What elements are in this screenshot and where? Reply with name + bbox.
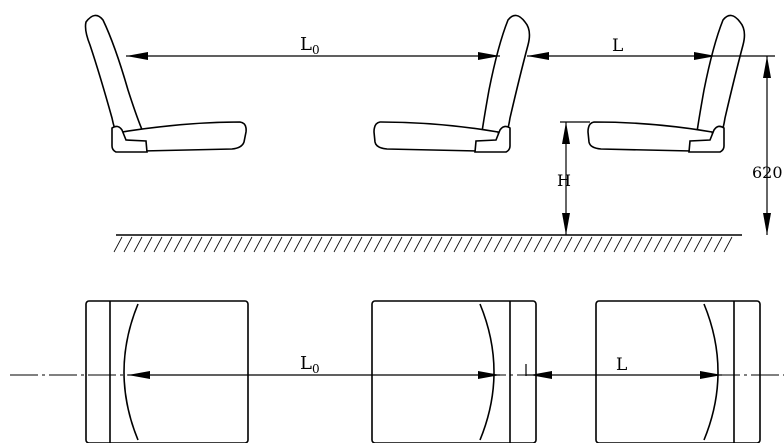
side-seat-1	[84, 14, 247, 153]
hatch-mark	[663, 236, 673, 253]
top-view: L0 L	[10, 300, 784, 443]
hatch-mark	[613, 236, 623, 253]
side-seat-2	[373, 14, 531, 153]
hatch-mark	[313, 236, 323, 253]
hatch-mark	[503, 236, 513, 253]
top-l0-dimension: L0	[128, 353, 500, 379]
hatch-mark	[203, 236, 213, 253]
hatch-mark	[173, 236, 183, 253]
hatch-mark	[483, 236, 493, 253]
hatch-mark	[433, 236, 443, 253]
hatch-mark	[303, 236, 313, 253]
hatch-mark	[703, 236, 713, 253]
hatch-mark	[493, 236, 503, 253]
floor	[113, 234, 742, 253]
hatch-mark	[183, 236, 193, 253]
hatch-mark	[133, 236, 143, 253]
hatch-mark	[253, 236, 263, 253]
height-h-label: H	[557, 171, 571, 190]
overall-height-label: 620	[752, 163, 783, 182]
hatch-mark	[463, 236, 473, 253]
hatch-mark	[723, 236, 733, 253]
top-seat-2	[371, 300, 537, 443]
hatch-mark	[373, 236, 383, 253]
hatch-mark	[343, 236, 353, 253]
hatch-mark	[473, 236, 483, 253]
hatch-mark	[413, 236, 423, 253]
top-seat-1	[85, 300, 249, 443]
hatch-mark	[273, 236, 283, 253]
hatch-mark	[363, 236, 373, 253]
hatch-mark	[333, 236, 343, 253]
hatch-mark	[453, 236, 463, 253]
hatch-mark	[283, 236, 293, 253]
hatch-mark	[603, 236, 613, 253]
hatch-mark	[693, 236, 703, 253]
height-620-dimension: 620	[716, 55, 783, 235]
top-l0-label: L0	[300, 353, 320, 376]
hatch-mark	[673, 236, 683, 253]
hatch-mark	[293, 236, 303, 253]
side-l0-dimension: L0	[126, 34, 500, 60]
floor-hatching	[113, 236, 733, 253]
side-l0-label: L0	[300, 34, 320, 57]
hatch-mark	[193, 236, 203, 253]
hatch-mark	[403, 236, 413, 253]
hatch-mark	[523, 236, 533, 253]
seat-1-base	[111, 125, 148, 153]
hatch-mark	[443, 236, 453, 253]
hatch-mark	[383, 236, 393, 253]
hatch-mark	[633, 236, 643, 253]
hatch-mark	[243, 236, 253, 253]
hatch-mark	[533, 236, 543, 253]
hatch-mark	[153, 236, 163, 253]
hatch-mark	[513, 236, 523, 253]
seat-3-base	[688, 125, 725, 153]
hatch-mark	[213, 236, 223, 253]
hatch-mark	[623, 236, 633, 253]
hatch-mark	[643, 236, 653, 253]
height-h-dimension: H	[557, 121, 590, 235]
hatch-mark	[583, 236, 593, 253]
seat-2-base	[474, 125, 511, 153]
hatch-mark	[423, 236, 433, 253]
hatch-mark	[563, 236, 573, 253]
hatch-mark	[393, 236, 403, 253]
side-view: L0 L 620 H	[84, 14, 783, 253]
hatch-mark	[543, 236, 553, 253]
hatch-mark	[353, 236, 363, 253]
hatch-mark	[653, 236, 663, 253]
hatch-mark	[263, 236, 273, 253]
hatch-mark	[143, 236, 153, 253]
hatch-mark	[123, 236, 133, 253]
hatch-mark	[683, 236, 693, 253]
side-l-dimension: L	[527, 36, 716, 60]
hatch-mark	[573, 236, 583, 253]
top-l-dimension: L	[525, 355, 722, 379]
top-seat-3	[595, 300, 761, 443]
hatch-mark	[593, 236, 603, 253]
side-seat-3	[587, 14, 746, 153]
hatch-mark	[553, 236, 563, 253]
hatch-mark	[163, 236, 173, 253]
hatch-mark	[223, 236, 233, 253]
hatch-mark	[713, 236, 723, 253]
top-l-label: L	[616, 355, 627, 375]
side-l-label: L	[612, 36, 623, 56]
hatch-mark	[113, 236, 123, 253]
hatch-mark	[233, 236, 243, 253]
hatch-mark	[323, 236, 333, 253]
